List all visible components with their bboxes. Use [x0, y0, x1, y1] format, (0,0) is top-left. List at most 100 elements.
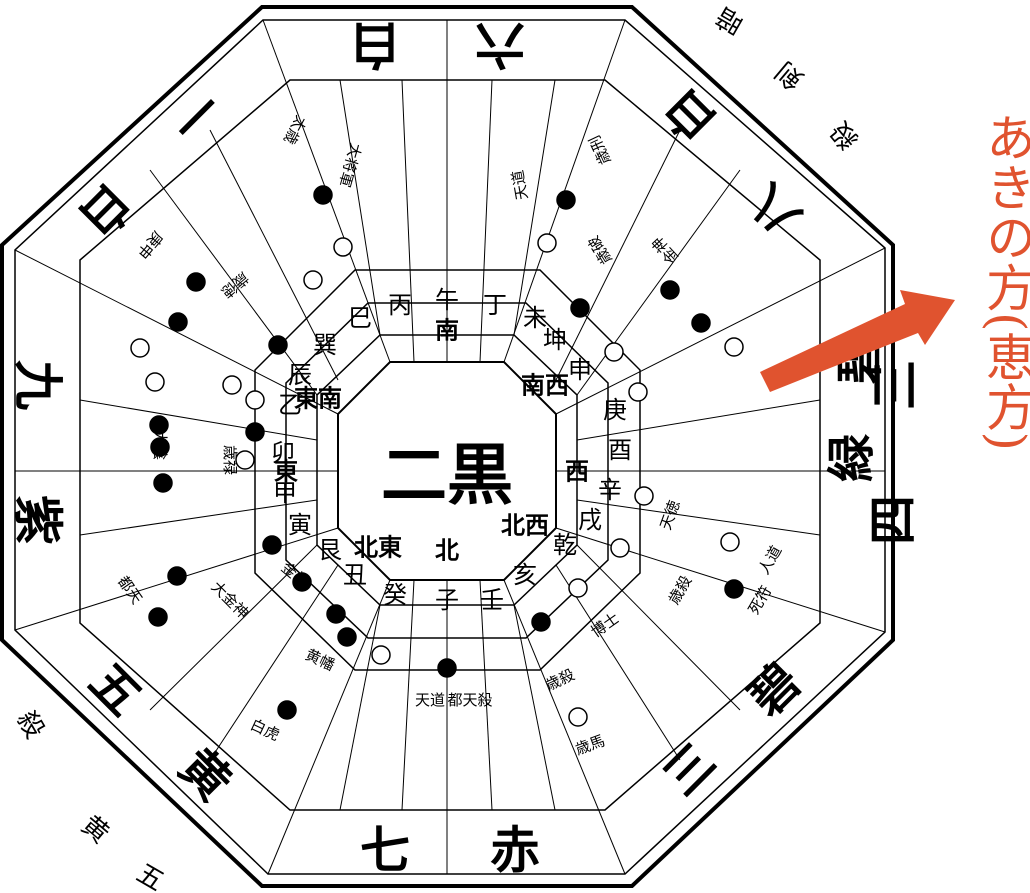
zodiac-label: 癸: [383, 581, 407, 609]
zodiac-label: 丙: [388, 291, 412, 319]
annotation-label: 博士: [588, 609, 623, 641]
direction-southwest: 南西: [521, 371, 569, 400]
star-label: 九: [9, 360, 68, 410]
direction-northwest: 北西: [501, 511, 549, 540]
zodiac-label: 子: [435, 586, 459, 614]
annotation-label: 歳殺: [665, 573, 696, 608]
open-circle-icon: [568, 578, 588, 598]
annotation-label: 大将軍: [335, 141, 365, 189]
annotation-label: 都天: [114, 573, 146, 608]
annotation-label: 大金神: [208, 578, 253, 623]
zodiac-label: 午: [435, 286, 459, 314]
star-label: 白: [68, 173, 142, 247]
zodiac-label: 乙: [278, 391, 302, 419]
star-label: 赤: [490, 821, 540, 880]
zodiac-label: 寅: [288, 511, 312, 539]
outer-label: 剣: [770, 55, 809, 95]
direction-west: 西: [565, 457, 589, 486]
filled-circle-icon: [691, 313, 711, 333]
annotation-label: 黄幡: [303, 646, 338, 675]
open-circle-icon: [245, 390, 265, 410]
zodiac-label: 戌: [578, 506, 602, 534]
outer-label: 五: [131, 859, 169, 893]
filled-circle-icon: [168, 312, 188, 332]
center-star: 二黒: [381, 436, 513, 514]
star-label: 三: [866, 360, 925, 410]
filled-circle-icon: [150, 437, 170, 457]
open-circle-icon: [537, 233, 557, 253]
annotation-label: 人道: [755, 543, 786, 578]
filled-circle-icon: [153, 473, 173, 493]
filled-circle-icon: [660, 280, 680, 300]
star-label: 四: [864, 495, 923, 545]
annotation-label: 太歳: [280, 113, 310, 148]
zodiac-label: 丑: [343, 561, 367, 589]
filled-circle-icon: [186, 272, 206, 292]
filled-circle-icon: [292, 572, 312, 592]
star-label: 紫: [9, 495, 68, 545]
zodiac-label: 丁: [483, 291, 507, 319]
annotation-label: 歳刑: [586, 133, 615, 168]
annotation-label: 天道: [415, 691, 445, 709]
star-label: 七: [360, 821, 410, 880]
star-label: 五: [78, 653, 152, 727]
filled-circle-icon: [337, 627, 357, 647]
ehou-label: あきの方(恵方): [978, 112, 1030, 452]
direction-southeast: 東南: [294, 384, 342, 413]
filled-circle-icon: [556, 190, 576, 210]
open-circle-icon: [634, 486, 654, 506]
annotation-label: 都天殺: [447, 691, 492, 709]
annotation-label: 死符: [745, 583, 776, 618]
zodiac-label: 坤: [543, 326, 567, 354]
direction-northeast: 北東: [354, 533, 402, 562]
annotation-label: 歳徳: [218, 268, 253, 301]
filled-circle-icon: [245, 422, 265, 442]
filled-circle-icon: [262, 535, 282, 555]
annotation-label: 天徳: [656, 498, 683, 532]
zodiac-label: 巳: [348, 304, 372, 332]
star-label: 三: [653, 733, 727, 807]
arrow-icon: [760, 290, 955, 392]
annotation-label: 庚申: [133, 228, 166, 263]
filled-circle-icon: [149, 415, 169, 435]
zodiac-label: 辰: [288, 361, 312, 389]
star-label: 黄: [168, 738, 242, 812]
filled-circle-icon: [167, 566, 187, 586]
filled-circle-icon: [277, 700, 297, 720]
open-circle-icon: [724, 337, 744, 357]
zodiac-label: 艮: [318, 536, 342, 564]
open-circle-icon: [720, 532, 740, 552]
zodiac-label: 壬: [480, 586, 504, 614]
open-circle-icon: [610, 538, 630, 558]
direction-south: 南: [435, 316, 459, 345]
outer-label: 黄: [75, 810, 114, 850]
markers: [130, 185, 744, 727]
zodiac-label: 甲: [273, 479, 297, 507]
annotation-label: 歳馬: [573, 731, 607, 758]
zodiac-label: 巽: [313, 331, 337, 359]
filled-circle-icon: [570, 298, 590, 318]
star-label: 六: [475, 16, 525, 75]
outer-label: 暗: [711, 1, 749, 40]
filled-circle-icon: [326, 604, 346, 624]
open-circle-icon: [604, 342, 624, 362]
zodiac-label: 未: [523, 304, 547, 332]
annotation-label: 歳禄: [221, 445, 239, 475]
annotation-label: 金神: [648, 233, 682, 267]
zodiac-label: 酉: [608, 436, 632, 464]
open-circle-icon: [568, 707, 588, 727]
open-circle-icon: [145, 372, 165, 392]
star-label: 碧: [738, 653, 812, 727]
open-circle-icon: [235, 450, 255, 470]
outer-label: 殺: [825, 115, 865, 154]
annotation-label: 歳破: [584, 233, 615, 268]
filled-circle-icon: [268, 335, 288, 355]
star-label: 八: [738, 173, 812, 247]
annotation-label: 天道: [509, 169, 532, 202]
open-circle-icon: [222, 375, 242, 395]
filled-circle-icon: [313, 185, 333, 205]
direction-east: 東: [274, 457, 298, 486]
filled-circle-icon: [148, 607, 168, 627]
